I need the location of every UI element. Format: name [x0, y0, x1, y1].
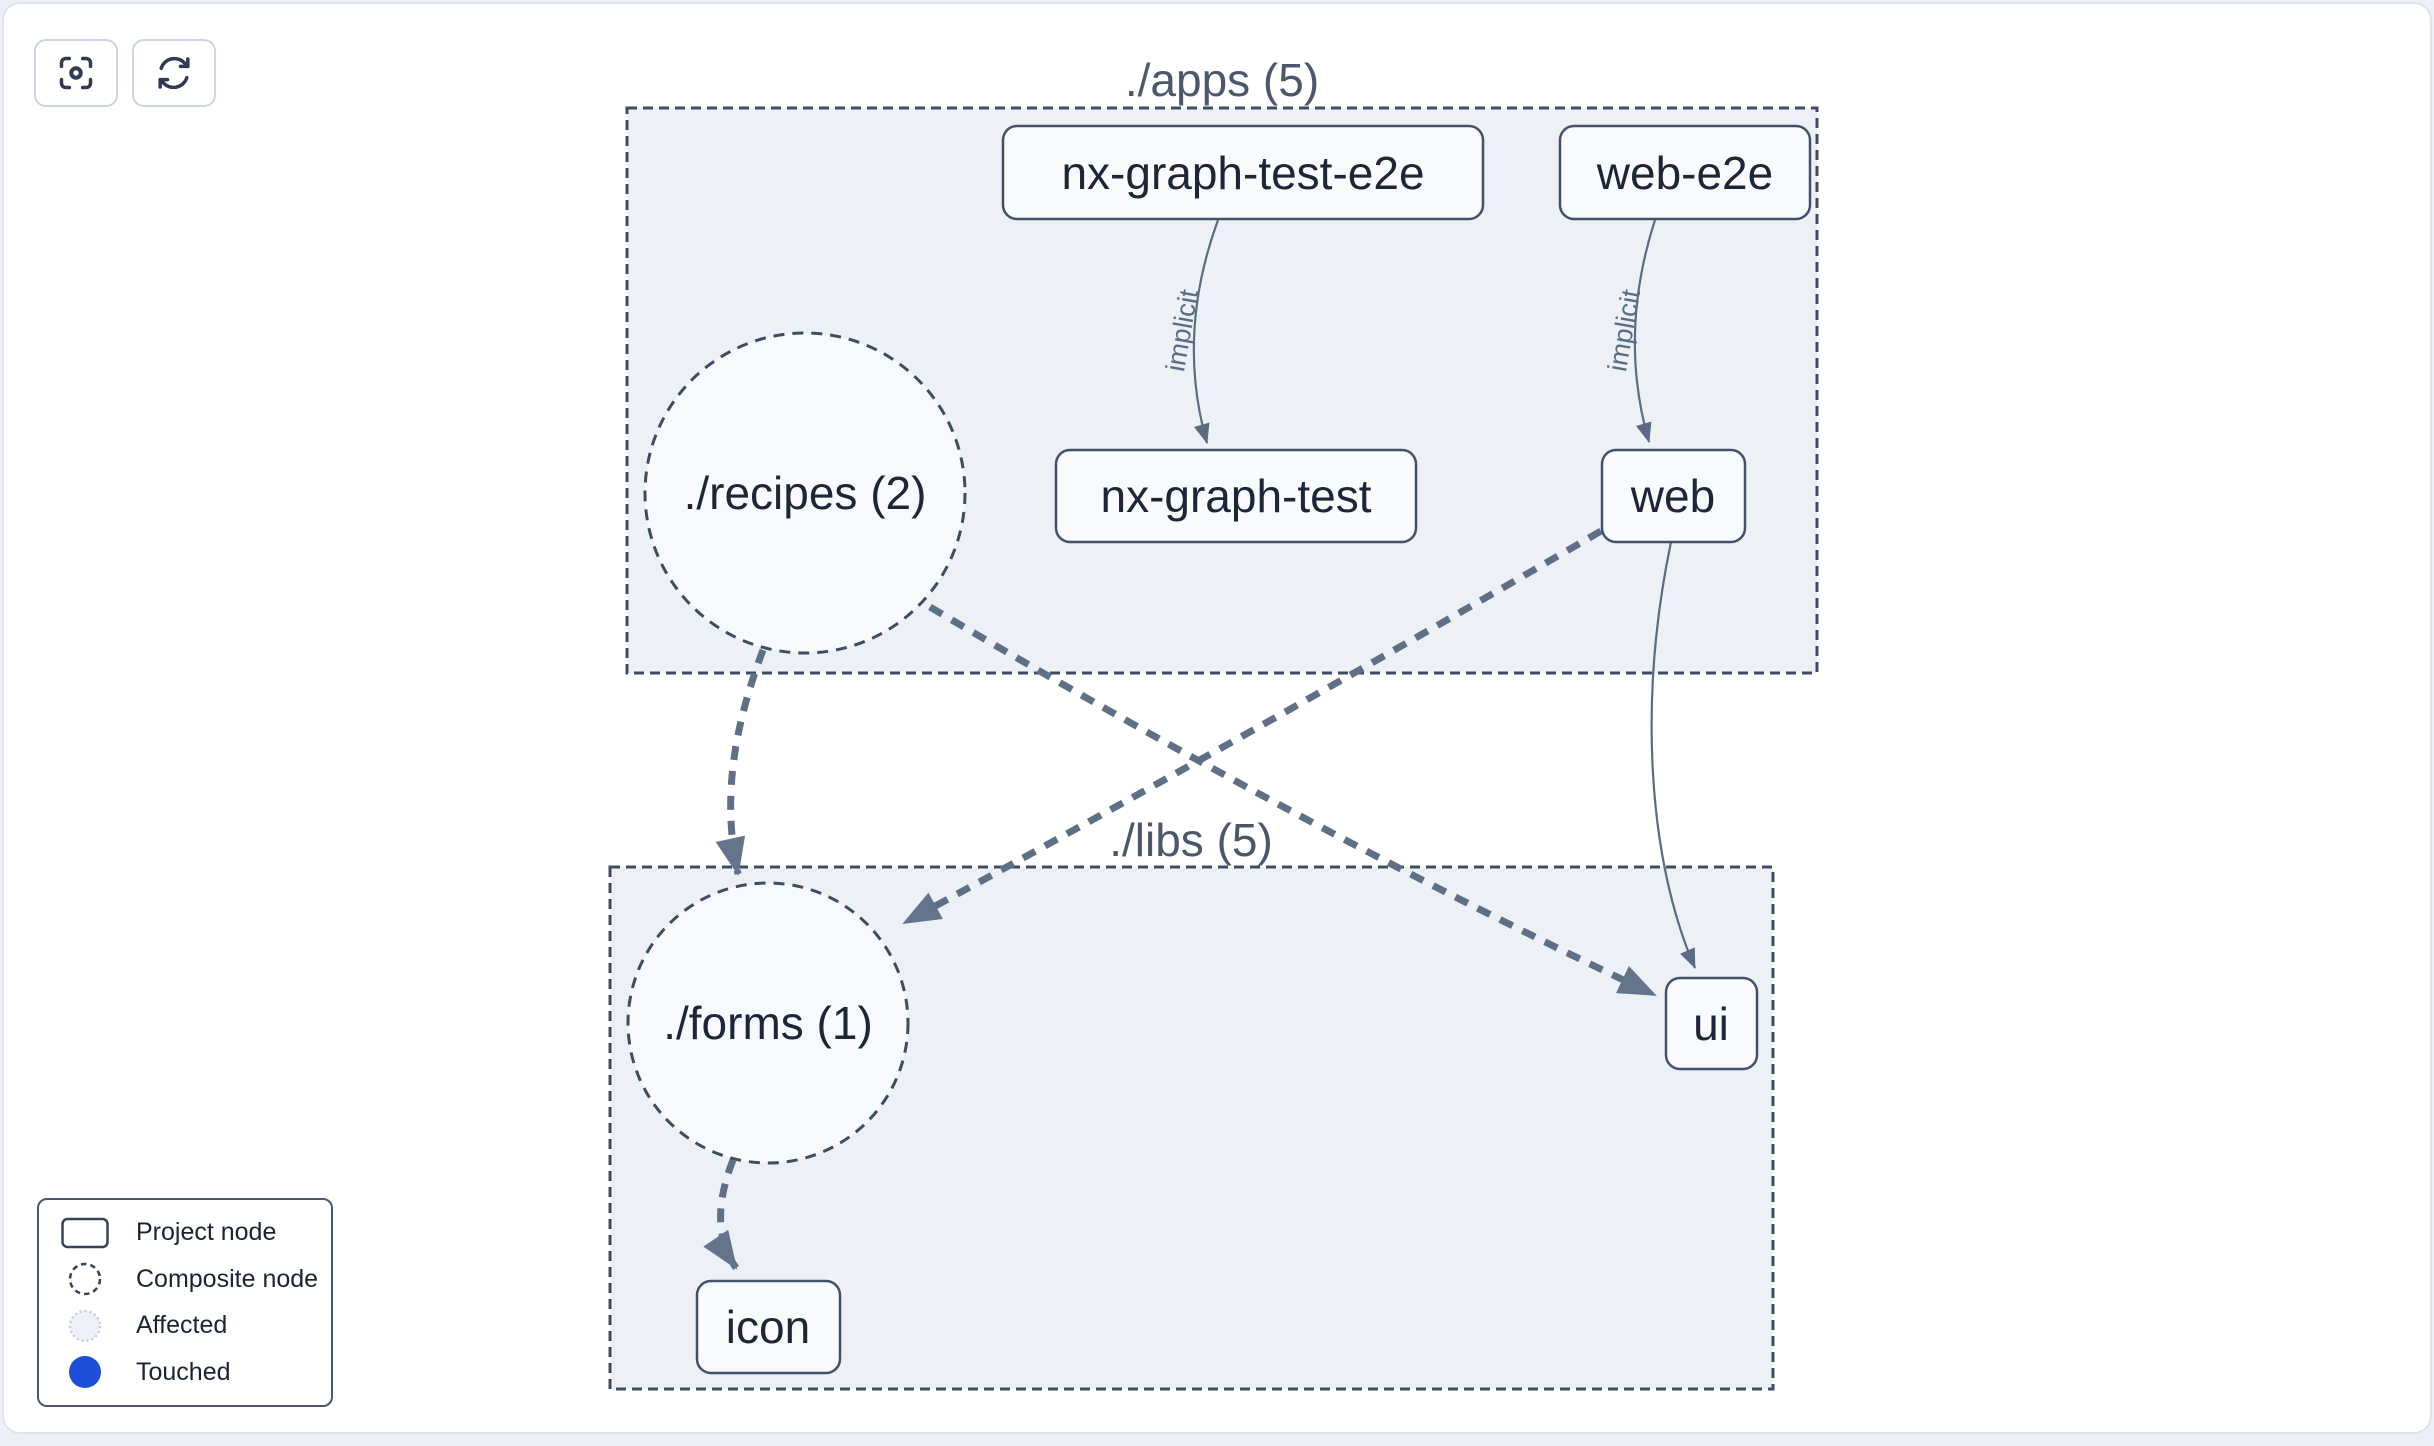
legend: Project node Composite node Affected Tou…	[37, 1198, 333, 1407]
node-label: web-e2e	[1596, 147, 1773, 199]
refresh-graph-button[interactable]	[132, 39, 216, 107]
legend-label: Touched	[136, 1357, 231, 1386]
affected-swatch	[59, 1308, 111, 1344]
node-nx-graph-test-e2e[interactable]: nx-graph-test-e2e	[1001, 124, 1485, 221]
node-web[interactable]: web	[1600, 448, 1747, 544]
node-box[interactable]	[1600, 448, 1747, 544]
node-icon[interactable]: icon	[695, 1279, 842, 1375]
edge-web-to-forms[interactable]	[902, 527, 1603, 927]
node-box[interactable]	[1558, 124, 1812, 221]
node-box[interactable]	[1001, 124, 1485, 221]
focus-target-icon	[59, 56, 93, 90]
touched-swatch	[59, 1354, 111, 1390]
node-label: web	[1630, 470, 1715, 522]
composite-node-recipes-label: ./recipes (2)	[684, 467, 927, 519]
composite-node-recipes[interactable]: ./recipes (2)	[643, 331, 967, 655]
legend-label: Project node	[136, 1218, 277, 1247]
legend-item-project-node: Project node	[59, 1211, 331, 1255]
legend-item-touched: Touched	[59, 1350, 331, 1394]
node-box[interactable]	[695, 1279, 842, 1375]
edge-recipes-to-ui[interactable]	[928, 603, 1657, 999]
legend-label: Composite node	[136, 1264, 319, 1293]
refresh-icon	[158, 56, 190, 90]
composite-node-forms-circle[interactable]	[626, 881, 910, 1165]
edge-nx-graph-test-e2e-to-nx-graph-test[interactable]	[1192, 219, 1220, 444]
legend-item-affected: Affected	[59, 1304, 331, 1348]
composite-node-forms[interactable]: ./forms (1)	[626, 881, 910, 1165]
legend-item-composite-node: Composite node	[59, 1257, 331, 1301]
node-ui[interactable]: ui	[1664, 976, 1759, 1071]
legend-label: Affected	[136, 1311, 228, 1340]
node-label: ui	[1693, 998, 1729, 1050]
composite-node-recipes-circle[interactable]	[643, 331, 967, 655]
zoom-to-fit-button[interactable]	[34, 39, 118, 107]
graph-toolbar	[34, 39, 216, 107]
group-libs-title: ./libs (5)	[1109, 814, 1273, 866]
node-web-e2e[interactable]: web-e2e	[1558, 124, 1812, 221]
composite-node-swatch	[59, 1261, 111, 1297]
edge-web-e2e-to-web[interactable]	[1633, 219, 1657, 443]
edge-web-to-ui[interactable]	[1650, 541, 1697, 969]
node-box[interactable]	[1664, 976, 1759, 1071]
composite-node-forms-label: ./forms (1)	[663, 997, 873, 1049]
node-label: nx-graph-test-e2e	[1061, 147, 1424, 199]
node-box[interactable]	[1054, 448, 1418, 544]
edge-recipes-to-forms[interactable]	[715, 648, 767, 876]
project-node-swatch	[59, 1216, 111, 1250]
node-label: nx-graph-test	[1100, 470, 1371, 522]
edge-forms-to-icon[interactable]	[703, 1158, 739, 1270]
group-apps-title: ./apps (5)	[1125, 54, 1319, 106]
node-label: icon	[726, 1301, 810, 1353]
node-nx-graph-test[interactable]: nx-graph-test	[1054, 448, 1418, 544]
